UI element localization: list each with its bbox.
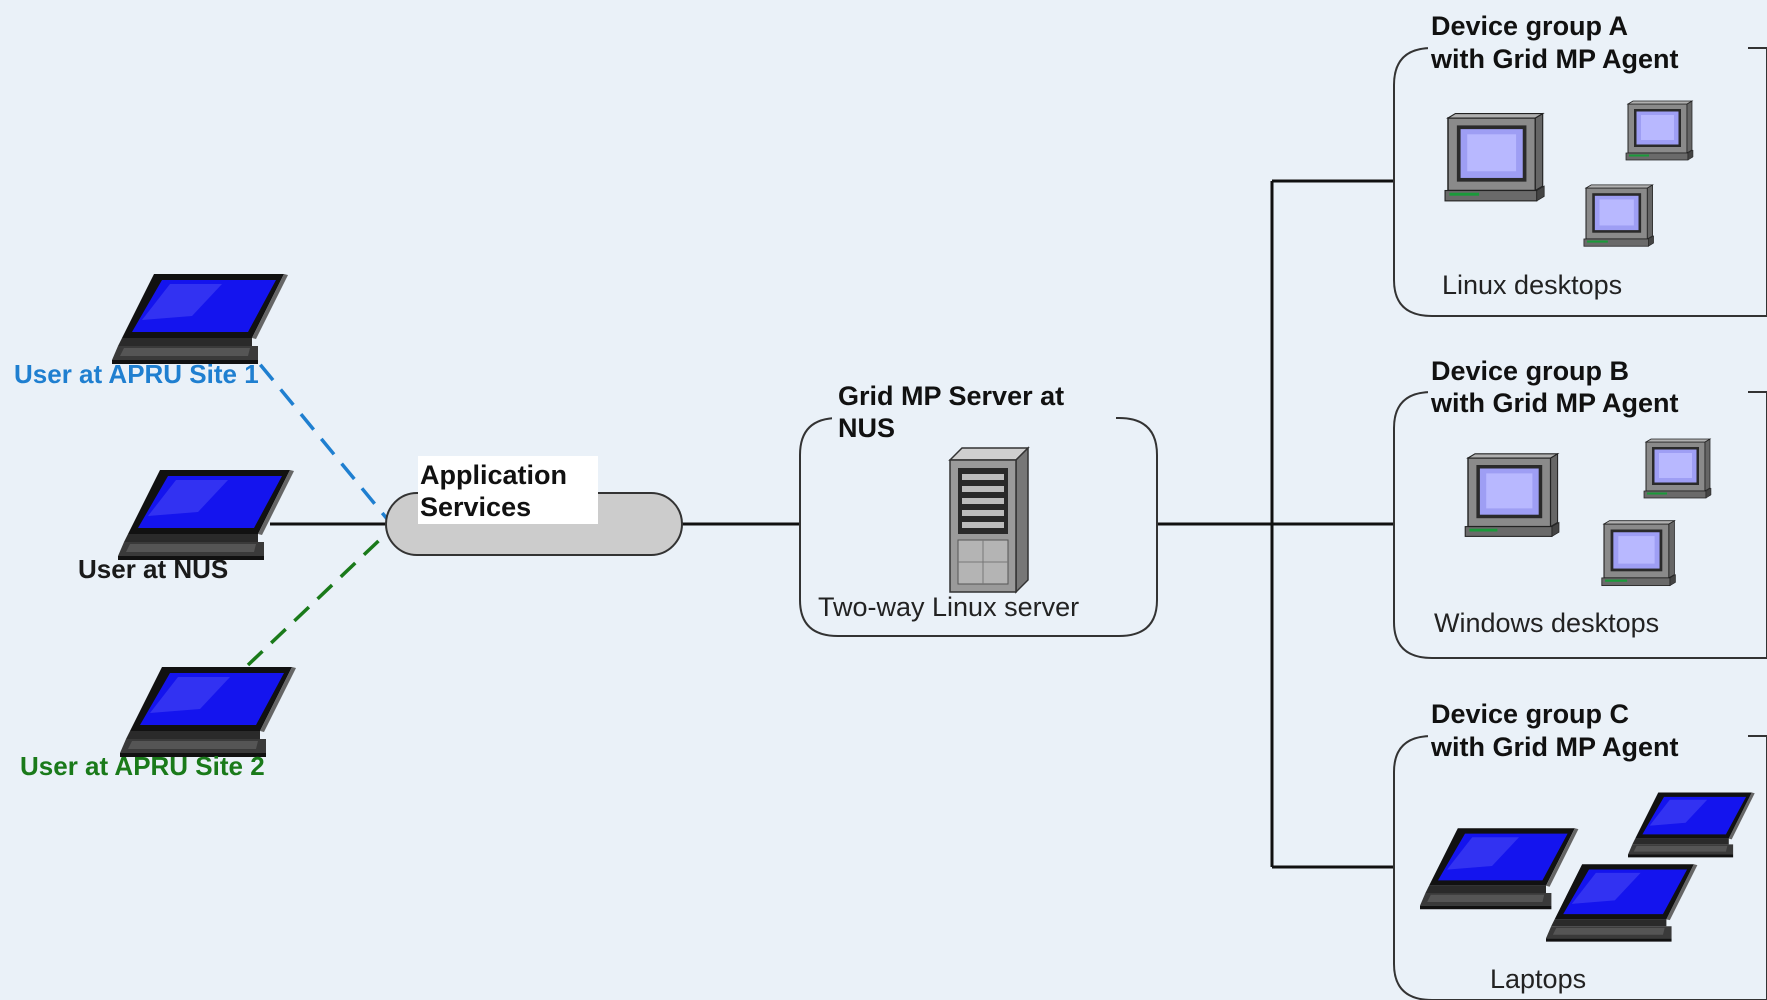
grid-server-node: Grid MP Server at NUS Two-way Linux serv… — [799, 381, 1158, 637]
group-c-laptop-icon — [1628, 792, 1755, 858]
group-a-desktop-icon — [1625, 100, 1694, 161]
group-b-title-line1: Device group B — [1431, 356, 1629, 386]
user-site2-label: User at APRU Site 2 — [20, 751, 265, 781]
server-tower-icon — [948, 446, 1030, 594]
group-c-laptop-icon — [1546, 864, 1698, 942]
app-services-label-line2: Services — [420, 492, 531, 522]
group-a-title-line2: with Grid MP Agent — [1430, 44, 1679, 74]
group-b-title-line2: with Grid MP Agent — [1430, 388, 1679, 418]
device-group-a: Device group A with Grid MP Agent Linux … — [1393, 11, 1767, 317]
application-services-node: Application Services — [385, 456, 683, 556]
device-group-c: Device group C with Grid MP Agent Laptop… — [1393, 699, 1767, 1000]
group-a-desktop-icon — [1444, 112, 1545, 202]
group-c-title-line2: with Grid MP Agent — [1430, 732, 1679, 762]
user-nus-label: User at NUS — [78, 554, 228, 584]
group-c-laptop-icon — [1420, 828, 1579, 910]
group-b-caption: Windows desktops — [1434, 608, 1659, 638]
group-b-desktop-icon — [1464, 453, 1560, 538]
user-site2-laptop-icon — [120, 667, 296, 757]
server-title-line1: Grid MP Server at — [838, 381, 1064, 411]
group-a-title-line1: Device group A — [1431, 11, 1628, 41]
group-a-caption: Linux desktops — [1442, 270, 1622, 300]
user-nus-laptop-icon — [118, 470, 294, 560]
user-site1-laptop-icon — [112, 274, 288, 364]
group-c-title-line1: Device group C — [1431, 699, 1629, 729]
server-title-line2: NUS — [838, 413, 895, 443]
link-site2 — [246, 528, 392, 667]
group-b-desktop-icon — [1601, 520, 1677, 587]
user-site1-label: User at APRU Site 1 — [14, 359, 259, 389]
server-caption: Two-way Linux server — [818, 592, 1079, 622]
device-group-b: Device group B with Grid MP Agent Window… — [1393, 356, 1767, 659]
group-c-caption: Laptops — [1490, 964, 1586, 994]
link-site1 — [238, 338, 390, 522]
connection-lines — [238, 179, 1394, 869]
group-b-desktop-icon — [1643, 438, 1712, 499]
group-a-desktop-icon — [1583, 184, 1655, 247]
app-services-label-line1: Application — [420, 460, 567, 490]
